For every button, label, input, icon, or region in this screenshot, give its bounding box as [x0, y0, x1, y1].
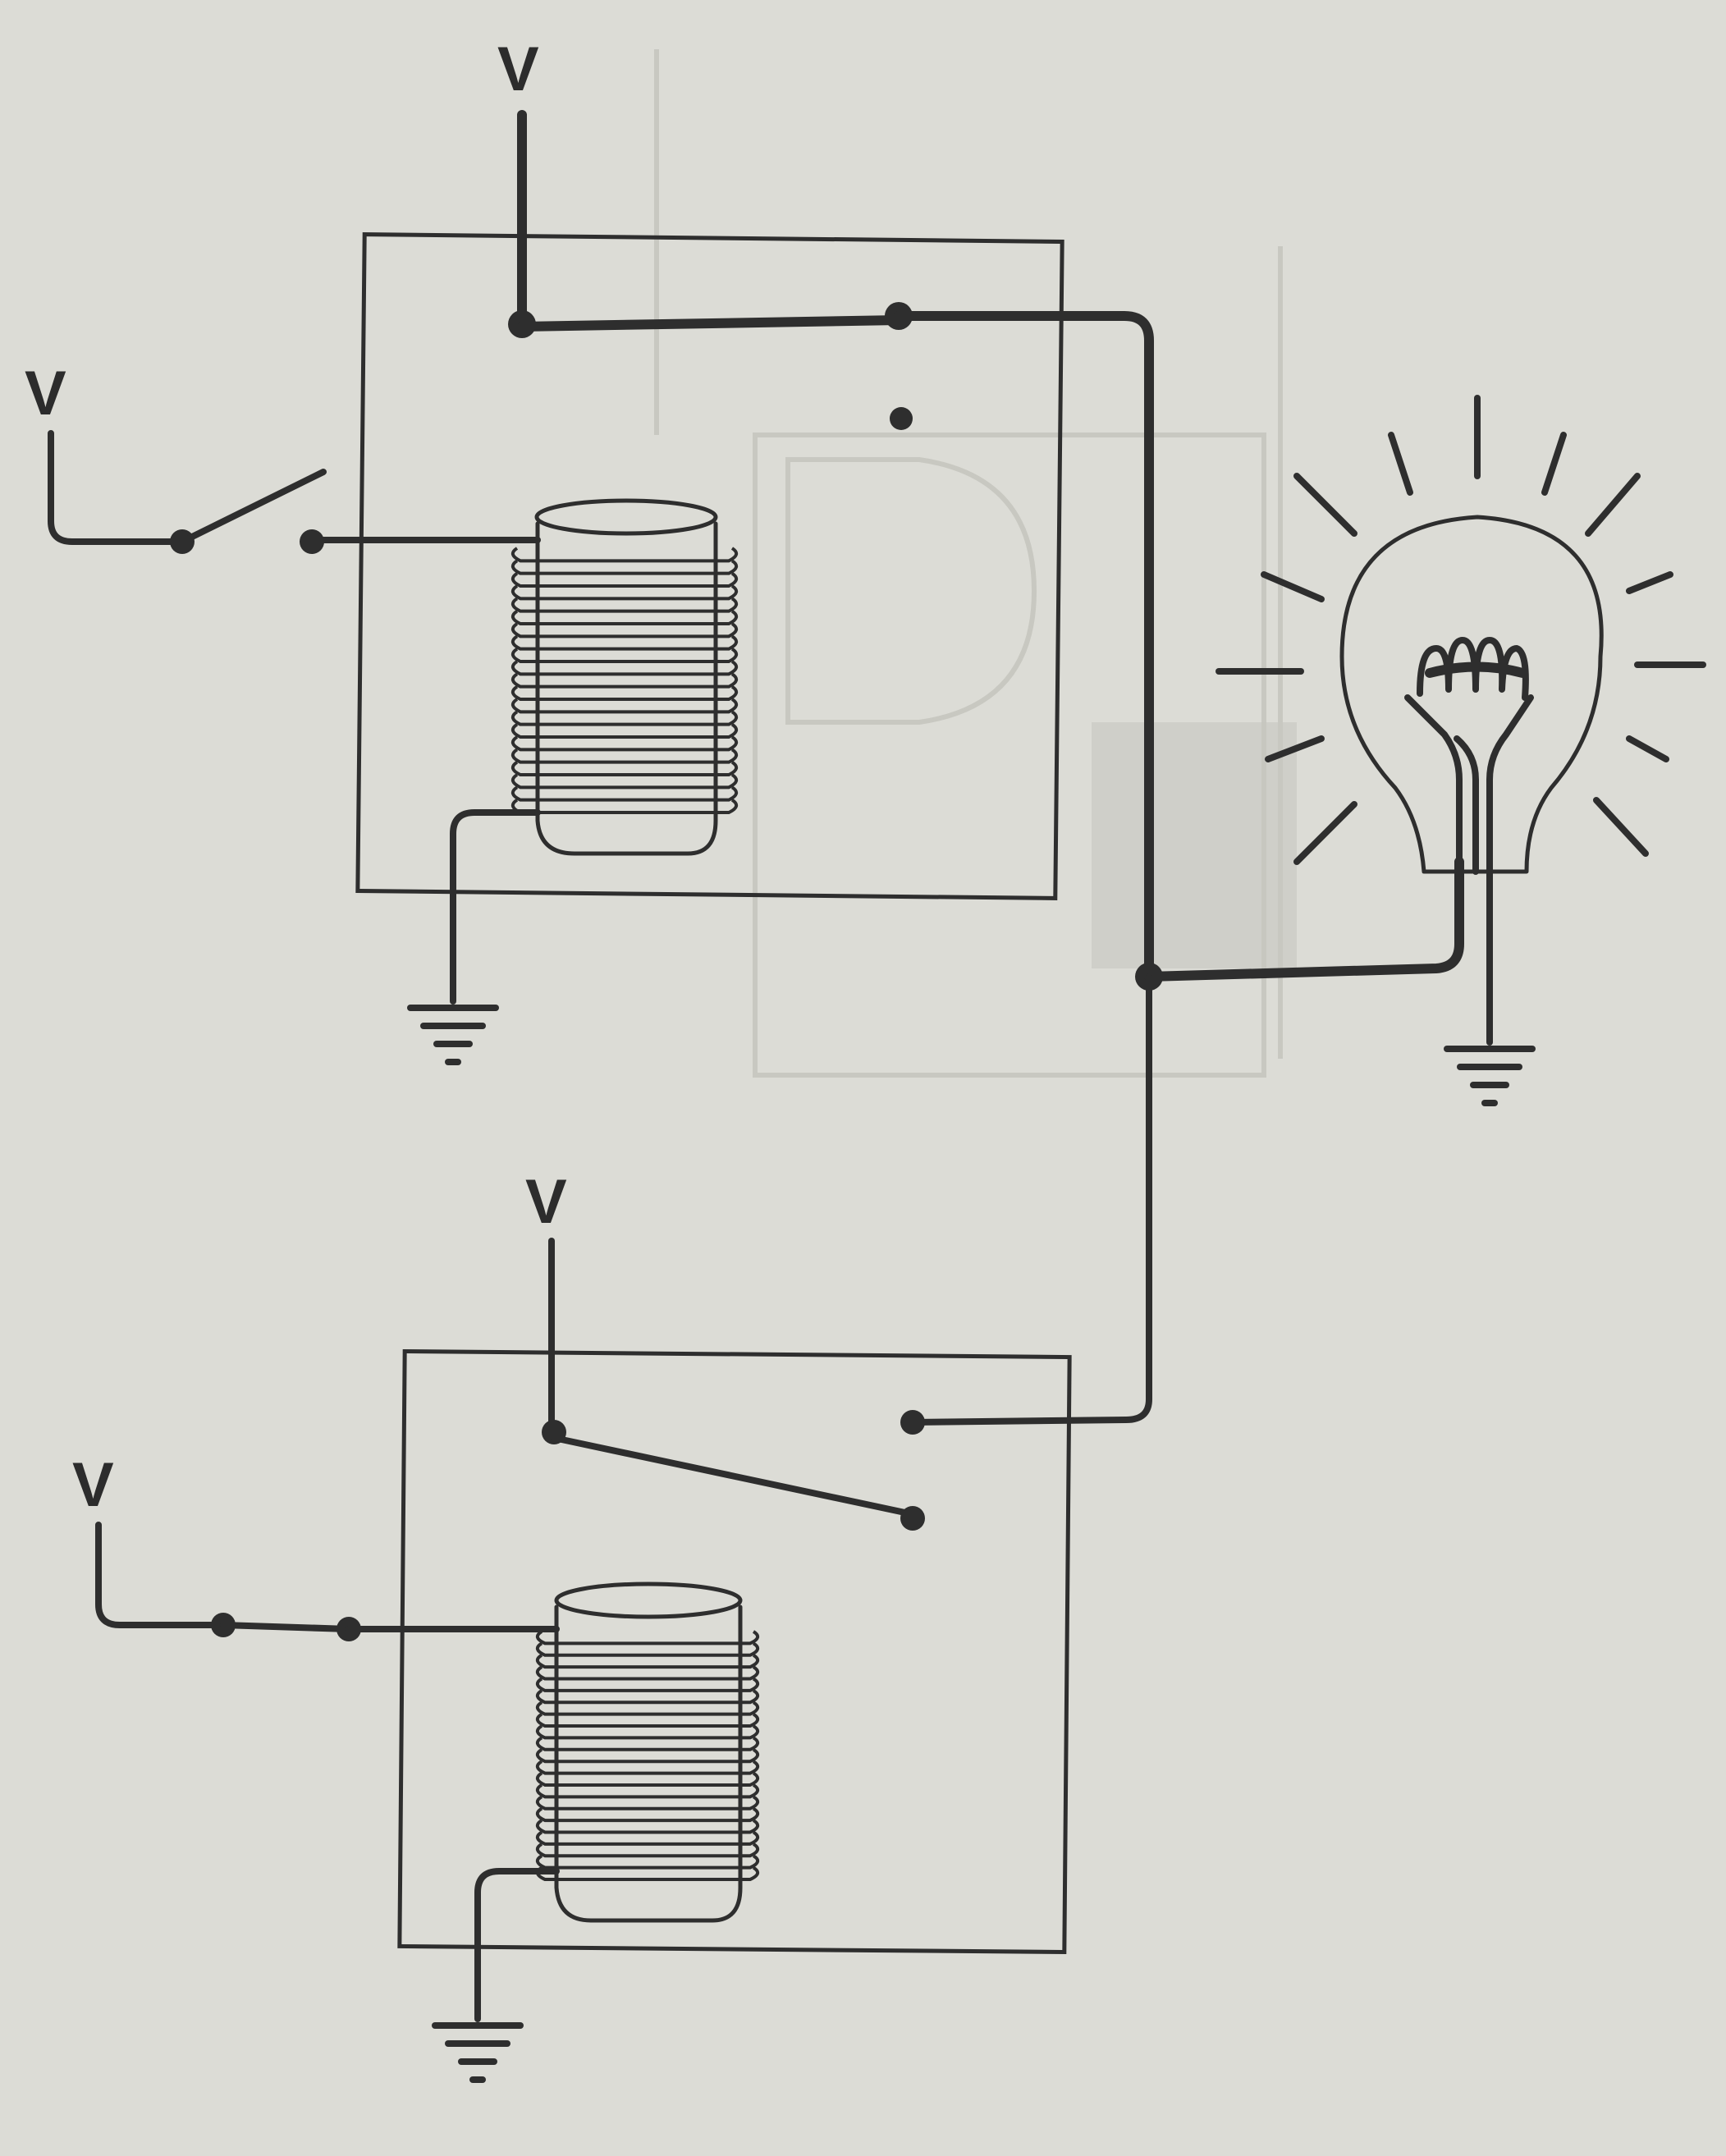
bus-to-lamp-wire	[894, 311, 1154, 982]
coil-winding	[510, 760, 739, 776]
coil-winding	[510, 710, 739, 726]
coil-winding	[535, 1819, 760, 1834]
bottom-relay-contact-lower	[900, 1506, 925, 1531]
coil-winding	[535, 1641, 760, 1657]
top-input-switch: V	[25, 359, 327, 554]
top-relay: V	[309, 34, 1064, 1065]
top-relay-coil	[510, 498, 739, 856]
coil-winding	[535, 1795, 760, 1810]
coil-winding	[510, 609, 739, 625]
top-switch-blade	[179, 469, 327, 545]
coil-winding	[535, 1736, 760, 1751]
coil-winding	[510, 722, 739, 739]
top-switch-supply-label: V	[25, 359, 66, 428]
top-switch-supply-wire	[48, 430, 185, 545]
bottom-relay: V	[397, 1167, 1072, 2083]
coil-winding	[535, 1865, 760, 1881]
top-relay-armature	[517, 315, 904, 332]
bottom-input-switch: V	[72, 1450, 560, 1641]
coil-winding	[510, 634, 739, 651]
coil-winding	[535, 1712, 760, 1728]
coil-winding	[510, 559, 739, 575]
coil-winding	[510, 597, 739, 613]
bottom-relay-coil-ground-wire	[474, 1868, 560, 2022]
top-switch-contact	[300, 529, 324, 554]
bottom-switch-blade	[220, 1622, 352, 1632]
coil-winding	[510, 735, 739, 752]
coil-winding	[535, 1783, 760, 1799]
coil-winding	[535, 1630, 760, 1646]
bottom-switch-supply-wire	[95, 1522, 227, 1628]
bottom-relay-housing	[397, 1348, 1072, 1955]
ground-icon	[407, 1005, 499, 1065]
coil-winding	[510, 785, 739, 802]
coil-winding	[510, 547, 739, 563]
lamp-feed-wire	[1144, 857, 1464, 982]
coil-winding	[510, 647, 739, 663]
coil-winding	[510, 698, 739, 714]
top-relay-coil-ground-wire	[450, 809, 541, 1005]
bottom-relay-coil	[535, 1582, 760, 1923]
coil-winding	[510, 684, 739, 701]
coil-winding	[535, 1724, 760, 1740]
coil-winding	[510, 622, 739, 639]
coil-winding	[510, 660, 739, 676]
coil-winding	[535, 1771, 760, 1787]
coil-winding	[535, 1665, 760, 1681]
coil-winding	[535, 1677, 760, 1692]
bottom-switch-supply-label: V	[72, 1450, 114, 1520]
coil-winding	[535, 1654, 760, 1669]
coil-winding	[535, 1689, 760, 1705]
coil-winding	[535, 1748, 760, 1764]
coil-winding	[535, 1701, 760, 1716]
top-relay-housing	[355, 232, 1064, 900]
light-bulb-icon	[1216, 395, 1706, 1106]
coil-winding	[535, 1830, 760, 1846]
ground-icon	[432, 2022, 524, 2083]
coil-winding	[535, 1806, 760, 1823]
bottom-relay-armature	[551, 1435, 916, 1517]
coil-winding	[510, 773, 739, 790]
bottom-relay-contact-upper	[900, 1410, 925, 1435]
output-bus	[894, 311, 1464, 1426]
top-relay-supply-label: V	[497, 34, 539, 104]
coil-winding	[535, 1760, 760, 1775]
coil-winding	[510, 584, 739, 601]
top-relay-contact-lower	[890, 407, 913, 430]
coil-winding	[535, 1842, 760, 1858]
bleed-through-background	[654, 49, 1297, 1078]
coil-winding	[510, 672, 739, 689]
bottom-relay-supply-label: V	[525, 1167, 567, 1237]
coil-winding	[510, 748, 739, 764]
bus-to-bottom-relay-wire	[909, 973, 1152, 1426]
coil-winding	[510, 571, 739, 588]
coil-winding	[510, 798, 739, 814]
coil-winding	[535, 1854, 760, 1870]
